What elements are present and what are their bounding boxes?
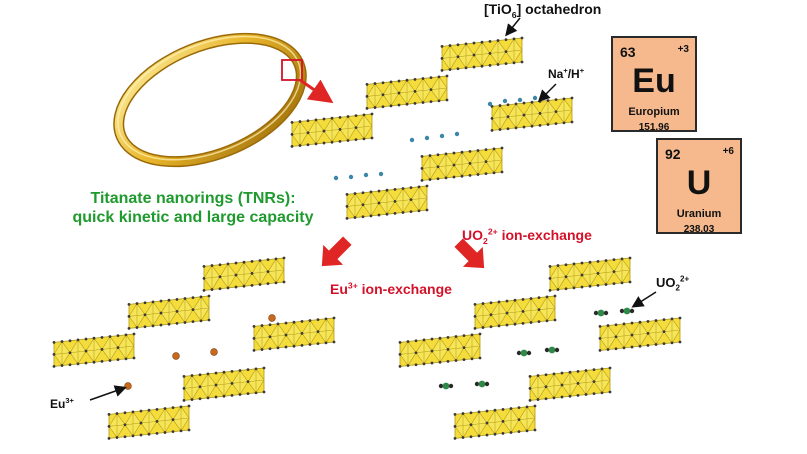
octahedra-slab (202, 256, 286, 292)
uranyl-ion (516, 349, 532, 357)
octahedra-slab (528, 366, 612, 402)
octahedra-slab (345, 184, 429, 220)
octahedra-slab (473, 294, 557, 330)
octahedra-slab (548, 256, 632, 292)
atomic-number: 63 (620, 44, 636, 60)
eu-exchange-arrow (321, 236, 352, 267)
element-card-europium: 63 +3 Eu Europium 151.96 (611, 36, 697, 133)
tnr-caption-line2: quick kinetic and large capacity (72, 209, 314, 226)
uo2-ion-pointer (631, 291, 657, 308)
octahedra-slab (598, 316, 682, 352)
oxidation-state: +3 (677, 44, 689, 55)
element-symbol: Eu (632, 62, 676, 100)
eu-ion-label: Eu3+ (50, 396, 74, 411)
atomic-mass: 151.96 (638, 122, 670, 133)
atomic-mass: 238.03 (683, 224, 715, 235)
zoom-arrow (299, 78, 334, 104)
atomic-number: 92 (665, 146, 681, 162)
octahedra-slab (365, 74, 449, 110)
zoom-box (281, 59, 303, 81)
uranyl-ion (619, 307, 635, 315)
octahedron-label: [TiO6] octahedron (484, 1, 602, 20)
tnr-caption: Titanate nanorings (TNRs): quick kinetic… (62, 191, 324, 226)
octahedra-slab (453, 404, 537, 440)
octahedra-slab (420, 146, 504, 182)
element-name: Europium (628, 106, 680, 118)
octahedra-slab (252, 316, 336, 352)
octahedra-slab (290, 112, 374, 148)
tnr-caption-line1: Titanate nanorings (TNRs): (90, 190, 296, 207)
interlayer-ion-label: Na+/H+ (548, 66, 585, 81)
uranyl-ion (544, 346, 560, 354)
uo2-ion-label: UO22+ (656, 274, 690, 293)
interlayer-cations (333, 95, 538, 181)
nanoring (113, 32, 307, 168)
titanate-layers-uo2 (398, 256, 682, 440)
octahedra-slab (107, 404, 191, 440)
uranyl-ions (438, 307, 635, 390)
eu-ion-pointer (89, 385, 127, 401)
eu-exchange-label: Eu3+ ion-exchange (330, 280, 452, 297)
octahedra-slab (52, 332, 136, 368)
octahedra-slab (440, 36, 524, 72)
titanate-layers-eu (52, 256, 336, 440)
octahedron-pointer (505, 17, 521, 37)
element-symbol: U (686, 164, 712, 202)
element-name: Uranium (676, 208, 722, 220)
uranyl-ion (474, 380, 490, 388)
uranyl-ion (593, 309, 609, 317)
cation-pointer (537, 83, 557, 103)
uranyl-ion (438, 382, 454, 390)
octahedra-slab (182, 366, 266, 402)
oxidation-state: +6 (722, 146, 734, 157)
titanate-layers-top (290, 36, 574, 220)
uo2-exchange-label: UO22+ ion-exchange (462, 226, 592, 246)
octahedra-slab (398, 332, 482, 368)
octahedra-slab (127, 294, 211, 330)
uo2-exchange-arrow (454, 238, 485, 269)
element-card-uranium: 92 +6 U Uranium 238.03 (656, 138, 742, 235)
